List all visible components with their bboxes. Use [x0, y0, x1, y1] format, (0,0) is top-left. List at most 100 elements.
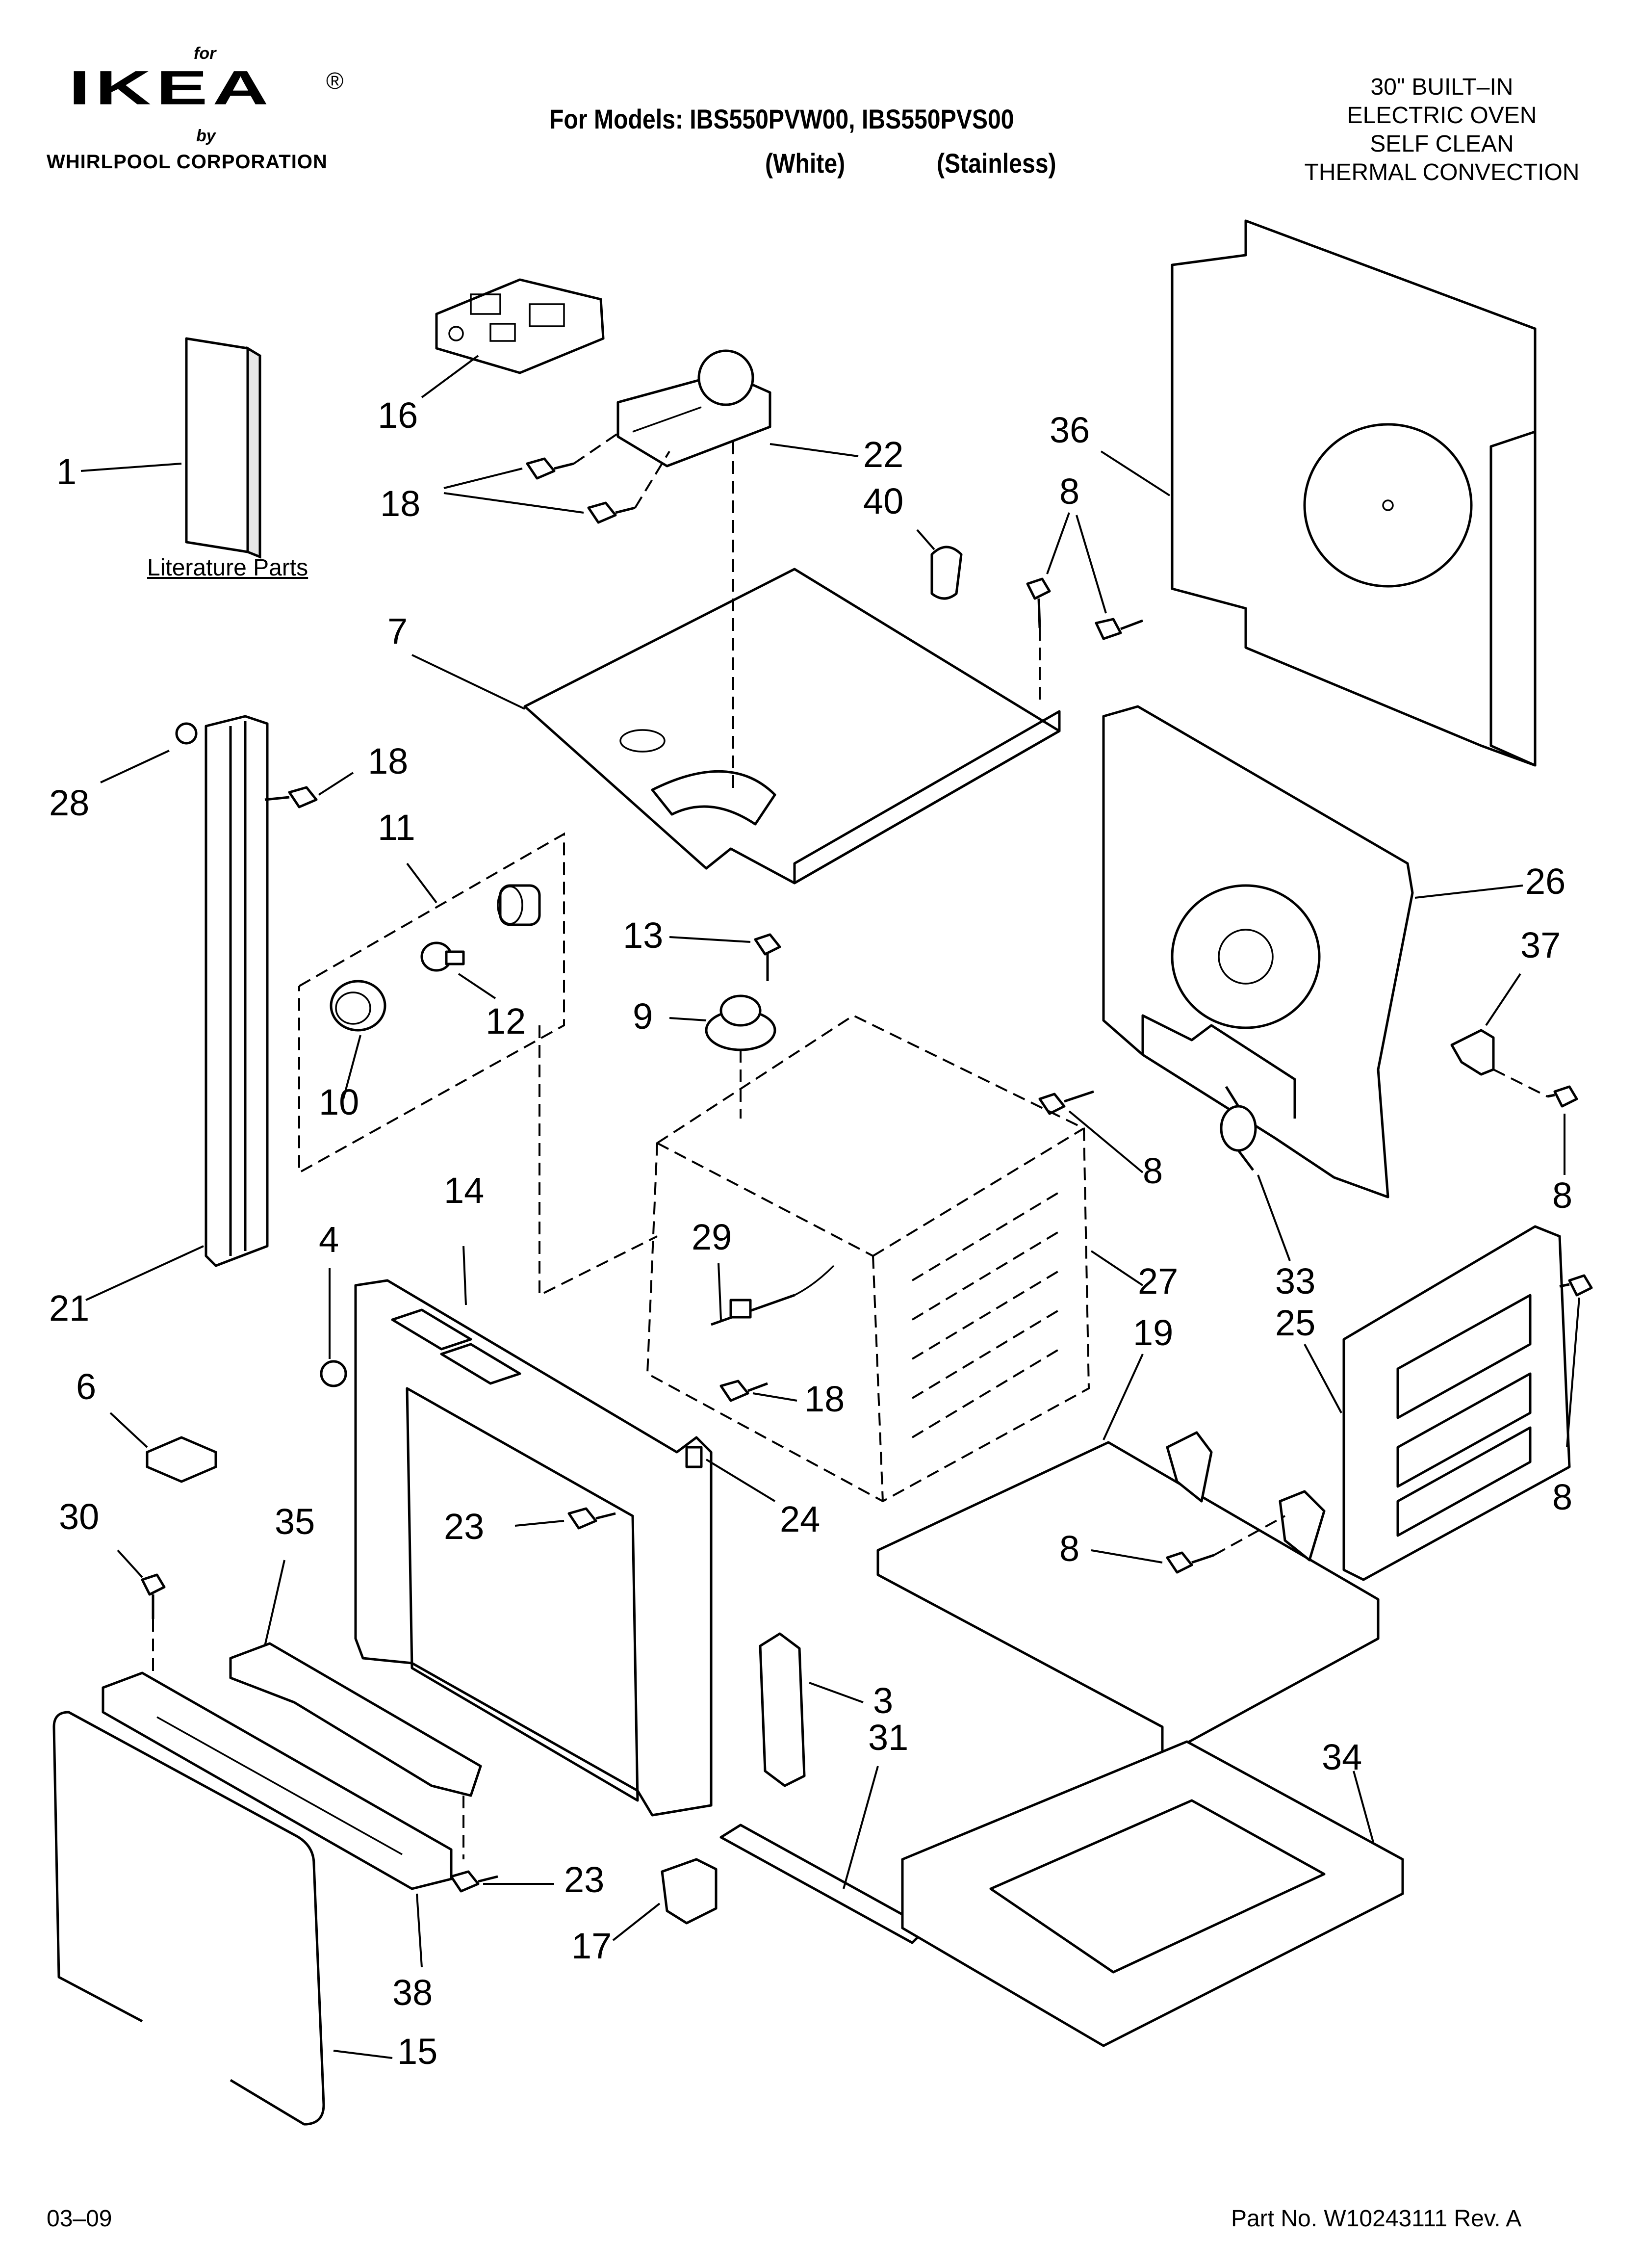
part-18-screws-top	[526, 431, 670, 524]
leader-8c	[1068, 1110, 1144, 1173]
leader-22	[770, 443, 859, 457]
part-23-screw-trim	[450, 1870, 498, 1893]
leader-23a	[514, 1520, 564, 1527]
models-line: For Models: IBS550PVW00, IBS550PVS00	[549, 104, 1014, 134]
leader-12	[458, 973, 496, 999]
callout-18: 18	[380, 483, 421, 524]
part-37-bracket	[1450, 1029, 1495, 1076]
leader-8a-1	[1046, 512, 1070, 574]
callout-8: 8	[1059, 1528, 1080, 1569]
callout-31: 31	[868, 1717, 909, 1758]
part-24-clip	[685, 1446, 703, 1468]
part-26-rear-frame	[1102, 705, 1414, 1199]
callout-23: 23	[444, 1506, 485, 1547]
part-17-clip	[661, 1858, 718, 1925]
callout-8: 8	[1143, 1150, 1163, 1191]
part-8-screw-bracket	[1493, 1069, 1578, 1108]
callout-28: 28	[49, 782, 90, 823]
callout-12: 12	[486, 1001, 526, 1042]
callout-9: 9	[633, 996, 653, 1037]
leader-38	[416, 1893, 423, 1968]
leader-9	[669, 1017, 707, 1021]
leader-34	[1353, 1771, 1374, 1843]
callout-7: 7	[387, 611, 408, 652]
leader-13	[669, 936, 751, 943]
part-21-side-trim	[205, 715, 269, 1267]
leader-3	[809, 1682, 864, 1703]
leader-27	[1090, 1250, 1144, 1286]
leader-25	[1304, 1344, 1342, 1413]
part-9-fan-motor	[705, 994, 776, 1119]
leader-30	[117, 1549, 143, 1578]
part-22-latch	[616, 349, 771, 468]
part-38-vent-trim	[102, 1671, 453, 1890]
part-29-sensor	[711, 1265, 835, 1326]
part-3-bracket	[759, 1632, 806, 1787]
callout-15: 15	[397, 2031, 438, 2072]
part-16-control-board	[435, 278, 605, 374]
part-31-strip	[719, 1824, 928, 1944]
part-14-front-frame	[354, 1279, 713, 1817]
callout-25: 25	[1275, 1303, 1316, 1343]
part-33-thermal-fuse	[1220, 1086, 1257, 1171]
variant-stainless: (Stainless)	[937, 148, 1056, 179]
callout-8: 8	[1552, 1477, 1573, 1517]
callout-29: 29	[692, 1217, 732, 1257]
callout-35: 35	[275, 1501, 315, 1542]
leader-11	[406, 862, 437, 904]
callout-6: 6	[76, 1366, 97, 1407]
leader-18c	[752, 1392, 797, 1402]
callout-21: 21	[49, 1288, 90, 1329]
leader-21	[85, 1245, 204, 1301]
callout-33: 33	[1275, 1261, 1316, 1302]
part-28-grommet	[175, 722, 198, 745]
product-line-1: 30" BUILT–IN	[1370, 74, 1514, 100]
callout-37: 37	[1520, 925, 1561, 965]
part-1-literature-booklet	[185, 337, 261, 559]
callout-3: 3	[873, 1680, 894, 1721]
callout-30: 30	[59, 1496, 100, 1537]
leader-8d	[1566, 1297, 1580, 1448]
callout-18: 18	[368, 741, 409, 782]
part-number: Part No. W10243111 Rev. A	[1231, 2206, 1522, 2232]
leader-10	[342, 1035, 361, 1099]
callout-8: 8	[1552, 1175, 1573, 1216]
part-8-screw-side-panel	[1559, 1274, 1593, 1297]
part-8-screw-bottom	[1166, 1515, 1285, 1574]
callout-34: 34	[1322, 1737, 1362, 1777]
lamp-socket	[497, 884, 541, 926]
leader-35	[264, 1560, 285, 1646]
callout-26: 26	[1525, 861, 1566, 902]
callout-40: 40	[863, 481, 904, 521]
callout-38: 38	[392, 1972, 433, 2013]
callout-11: 11	[378, 807, 415, 848]
leader-29	[718, 1263, 722, 1320]
variant-white: (White)	[765, 148, 846, 179]
leader-40	[916, 529, 935, 550]
callout-27: 27	[1138, 1261, 1179, 1302]
callout-8: 8	[1059, 471, 1080, 512]
part-11-group-outline	[298, 832, 565, 1174]
product-line-4: THERMAL CONVECTION	[1304, 159, 1580, 185]
leader-1	[80, 463, 182, 472]
leader-31	[843, 1766, 879, 1889]
part-6-block	[146, 1436, 217, 1483]
brand-for: for	[194, 44, 216, 63]
leader-6	[109, 1412, 148, 1448]
product-line-3: SELF CLEAN	[1370, 131, 1514, 157]
part-15-gasket	[52, 1711, 325, 2126]
part-18-screw-side	[264, 786, 318, 808]
date-code: 03–09	[47, 2206, 112, 2232]
leader-37	[1485, 973, 1521, 1026]
lamp-wire-dash	[539, 1025, 658, 1297]
leader-14	[462, 1246, 467, 1305]
leader-8a-2	[1076, 515, 1107, 614]
leader-36	[1100, 450, 1171, 496]
product-line-2: ELECTRIC OVEN	[1347, 103, 1537, 129]
leader-17	[612, 1903, 661, 1941]
brand-corporation: WHIRLPOOL CORPORATION	[47, 151, 328, 173]
part-27-oven-cavity	[646, 1014, 1090, 1503]
part-35-trim	[229, 1642, 482, 1859]
leader-18a-2	[443, 492, 584, 514]
